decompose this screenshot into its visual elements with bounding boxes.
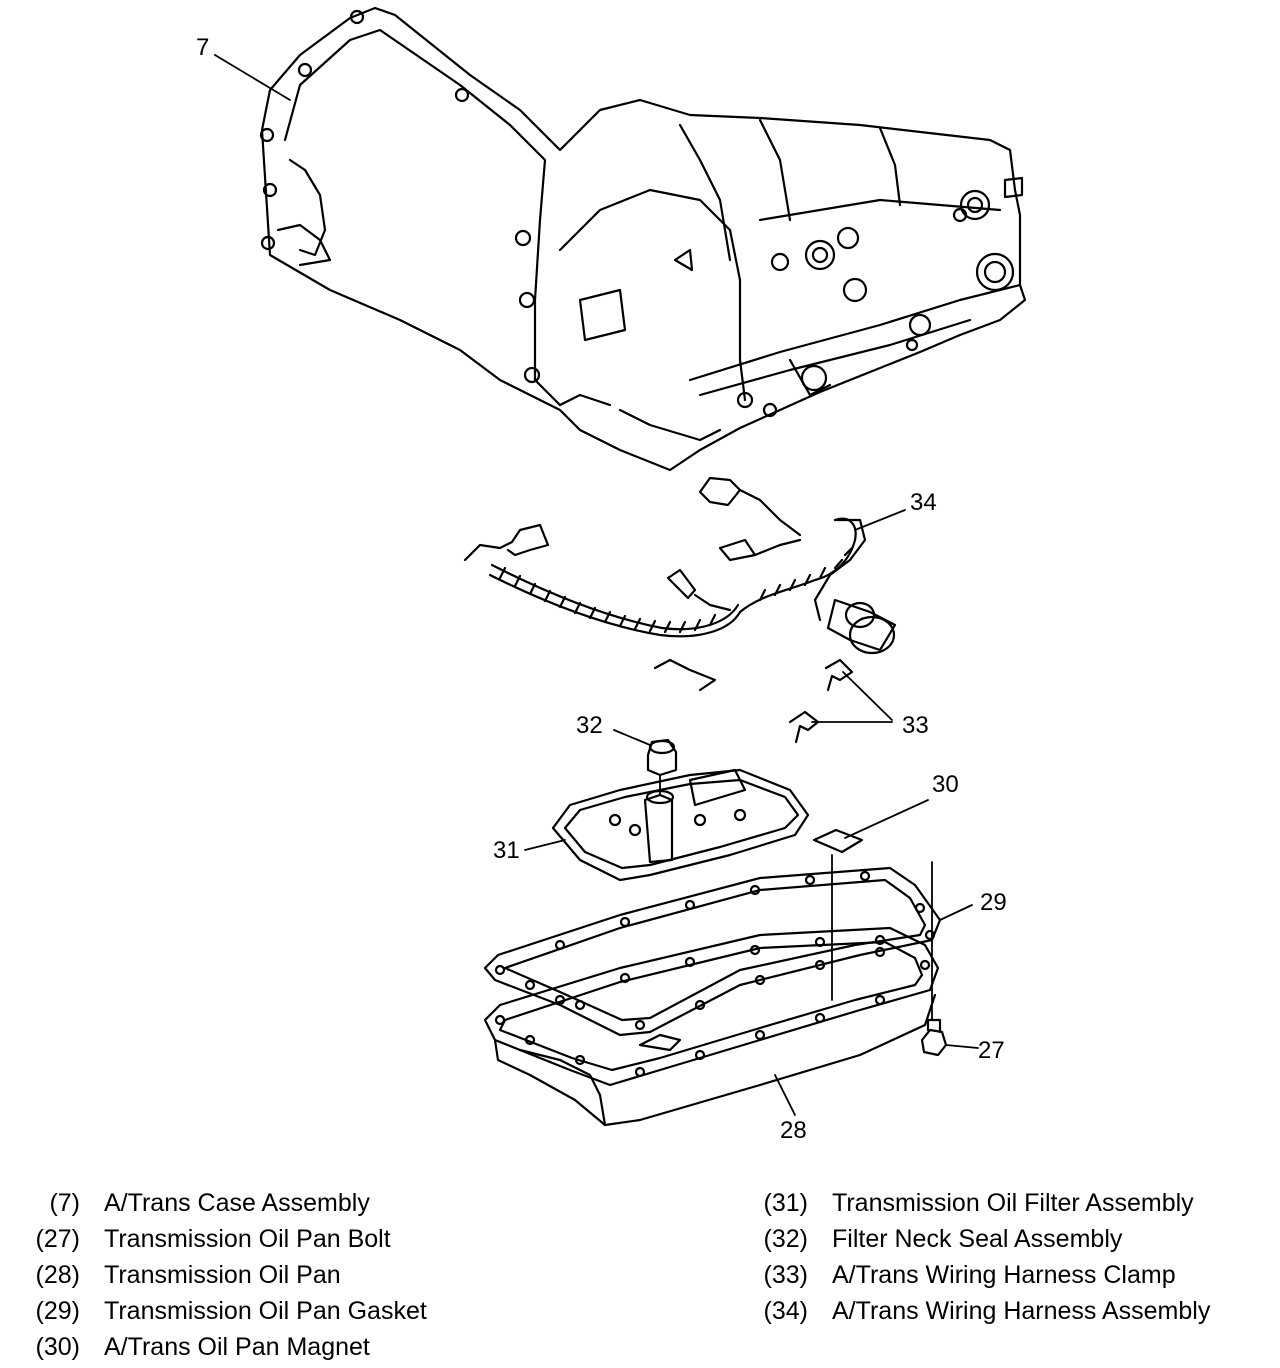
callout-33: 33 bbox=[902, 712, 929, 739]
legend-number: (34) bbox=[763, 1297, 808, 1325]
legend-item-32: (32) Filter Neck Seal Assembly bbox=[760, 1221, 1272, 1257]
leader-28 bbox=[774, 1074, 796, 1116]
legend-item-30: (30) A/Trans Oil Pan Magnet bbox=[8, 1329, 568, 1365]
leader-34 bbox=[854, 509, 906, 531]
callout-28: 28 bbox=[780, 1117, 807, 1144]
oil-pan-gasket-drawing bbox=[483, 866, 942, 1037]
filter-neck-seal-drawing bbox=[646, 738, 678, 777]
legend-item-27: (27) Transmission Oil Pan Bolt bbox=[8, 1221, 568, 1257]
leader-30 bbox=[844, 799, 929, 839]
legend-number: (29) bbox=[35, 1297, 80, 1325]
callout-29: 29 bbox=[980, 889, 1007, 916]
transmission-case-drawing bbox=[259, 6, 1027, 472]
legend-description: A/Trans Oil Pan Magnet bbox=[104, 1333, 370, 1361]
legend-description: A/Trans Wiring Harness Clamp bbox=[832, 1261, 1176, 1289]
legend-number: (28) bbox=[35, 1261, 80, 1289]
oil-pan-magnet-drawing bbox=[812, 828, 864, 854]
legend-item-7: (7) A/Trans Case Assembly bbox=[8, 1185, 568, 1221]
callout-34: 34 bbox=[910, 489, 937, 516]
legend-item-34: (34) A/Trans Wiring Harness Assembly bbox=[760, 1293, 1272, 1329]
leader-33a bbox=[842, 671, 893, 721]
callout-32: 32 bbox=[576, 712, 603, 739]
legend-description: Transmission Oil Pan Gasket bbox=[104, 1297, 427, 1325]
callout-31: 31 bbox=[493, 837, 520, 864]
legend-left-column: (7) A/Trans Case Assembly (27) Transmiss… bbox=[8, 1185, 568, 1365]
legend-description: Transmission Oil Pan Bolt bbox=[104, 1225, 391, 1253]
oil-filter-drawing bbox=[551, 768, 810, 882]
legend-item-33: (33) A/Trans Wiring Harness Clamp bbox=[760, 1257, 1272, 1293]
legend-right-column: (31) Transmission Oil Filter Assembly (3… bbox=[760, 1185, 1272, 1329]
legend-description: Filter Neck Seal Assembly bbox=[832, 1225, 1123, 1253]
leader-7 bbox=[214, 54, 291, 101]
legend-description: A/Trans Case Assembly bbox=[104, 1189, 370, 1217]
wiring-harness-drawing bbox=[463, 476, 897, 692]
oil-pan-drawing bbox=[483, 926, 940, 1127]
callout-30: 30 bbox=[932, 771, 959, 798]
legend-number: (7) bbox=[49, 1189, 80, 1217]
legend-number: (30) bbox=[35, 1333, 80, 1361]
legend-description: Transmission Oil Filter Assembly bbox=[832, 1189, 1194, 1217]
callout-7: 7 bbox=[196, 34, 209, 61]
leader-29 bbox=[939, 904, 973, 921]
leader-31 bbox=[524, 839, 566, 851]
legend-item-28: (28) Transmission Oil Pan bbox=[8, 1257, 568, 1293]
legend-description: Transmission Oil Pan bbox=[104, 1261, 341, 1289]
callout-27: 27 bbox=[978, 1037, 1005, 1064]
leader-27 bbox=[945, 1044, 979, 1049]
leader-lines bbox=[214, 54, 979, 1116]
legend-item-31: (31) Transmission Oil Filter Assembly bbox=[760, 1185, 1272, 1221]
legend-description: A/Trans Wiring Harness Assembly bbox=[832, 1297, 1211, 1325]
legend-item-29: (29) Transmission Oil Pan Gasket bbox=[8, 1293, 568, 1329]
legend-number: (33) bbox=[763, 1261, 808, 1289]
legend-number: (31) bbox=[763, 1189, 808, 1217]
leader-32 bbox=[613, 729, 651, 746]
legend-number: (32) bbox=[763, 1225, 808, 1253]
legend-number: (27) bbox=[35, 1225, 80, 1253]
exploded-parts-diagram: 7 34 32 33 30 31 29 27 28 bbox=[196, 6, 1027, 1144]
